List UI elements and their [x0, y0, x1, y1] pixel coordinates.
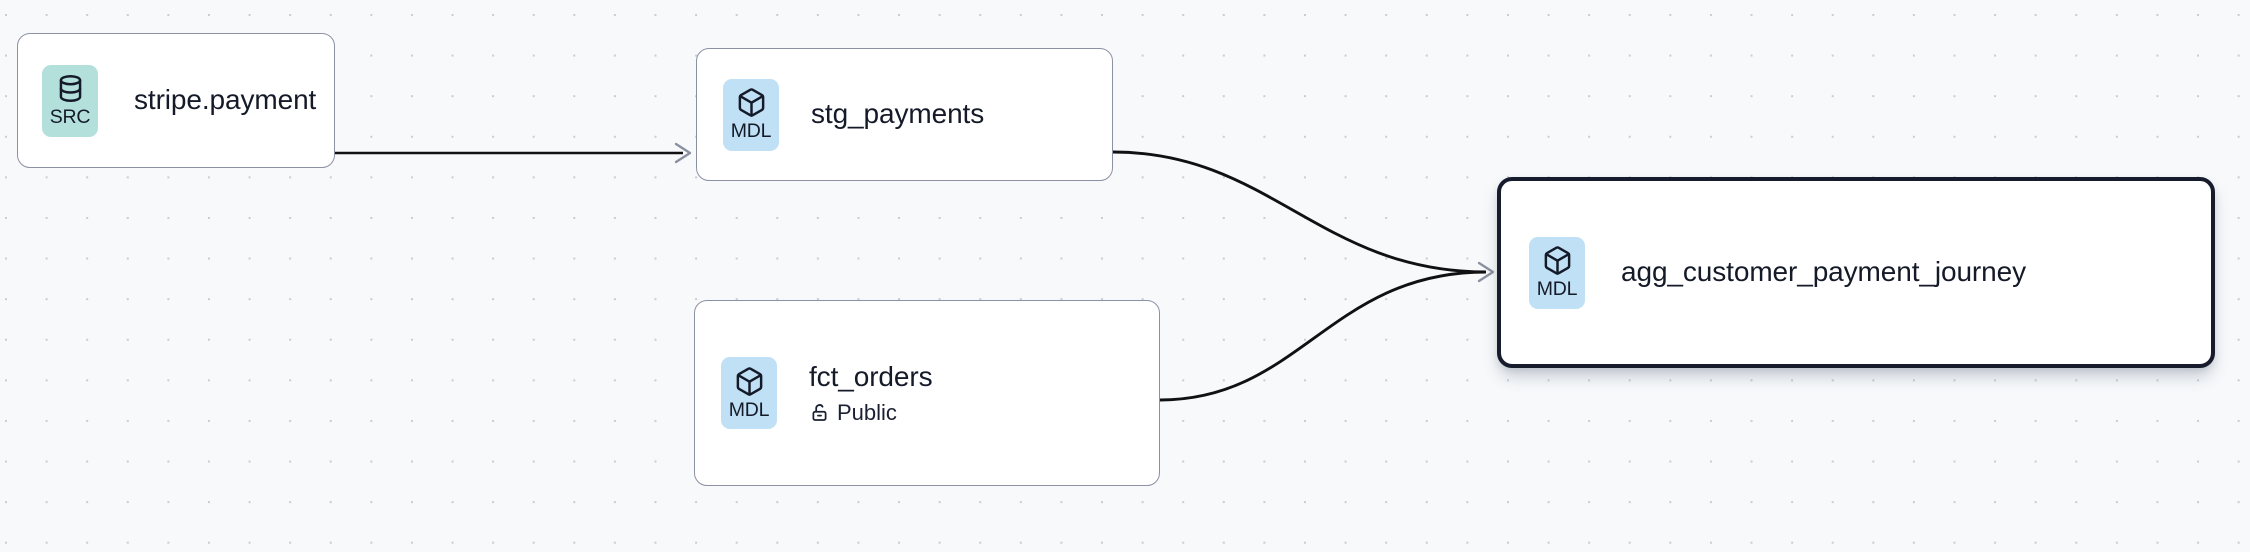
node-stg-payments[interactable]: MDL stg_payments — [696, 48, 1113, 181]
node-title: stripe.payment — [134, 84, 317, 116]
node-type-badge-mdl: MDL — [723, 78, 779, 151]
node-title: fct_orders — [809, 361, 933, 393]
node-type-label: MDL — [1536, 278, 1578, 301]
node-type-badge-mdl: MDL — [721, 357, 777, 429]
node-body: agg_customer_payment_journey — [1621, 256, 2026, 288]
arrowhead-icon — [674, 142, 692, 164]
node-type-badge-mdl: MDL — [1529, 236, 1585, 309]
arrowhead-icon — [1477, 261, 1495, 283]
node-title: agg_customer_payment_journey — [1621, 256, 2027, 288]
node-body: stg_payments — [811, 98, 984, 130]
node-visibility: Public — [809, 399, 933, 425]
cube-icon — [736, 366, 762, 396]
cube-icon — [738, 88, 764, 118]
edge-stg-payments-to-agg-customer-payment-journey — [1112, 150, 1487, 274]
node-body: stripe.payment — [134, 84, 316, 116]
database-icon — [59, 75, 81, 103]
edge-fct-orders-to-agg-customer-payment-journey — [1159, 270, 1487, 402]
edge-stripe-payment-to-stg-payments — [335, 142, 692, 164]
node-stripe-payment[interactable]: SRC stripe.payment — [17, 33, 335, 168]
node-title: stg_payments — [811, 98, 985, 130]
node-type-label: SRC — [49, 106, 91, 129]
node-type-label: MDL — [728, 398, 770, 421]
node-type-badge-src: SRC — [42, 64, 98, 137]
node-type-label: MDL — [730, 120, 772, 143]
node-body: fct_orders Public — [809, 361, 933, 425]
cube-icon — [1544, 246, 1570, 276]
node-fct-orders[interactable]: MDL fct_orders Public — [694, 300, 1160, 486]
node-visibility-label: Public — [837, 399, 897, 425]
unlock-icon — [812, 404, 827, 422]
node-agg-customer-payment-journey[interactable]: MDL agg_customer_payment_journey — [1497, 177, 2215, 368]
